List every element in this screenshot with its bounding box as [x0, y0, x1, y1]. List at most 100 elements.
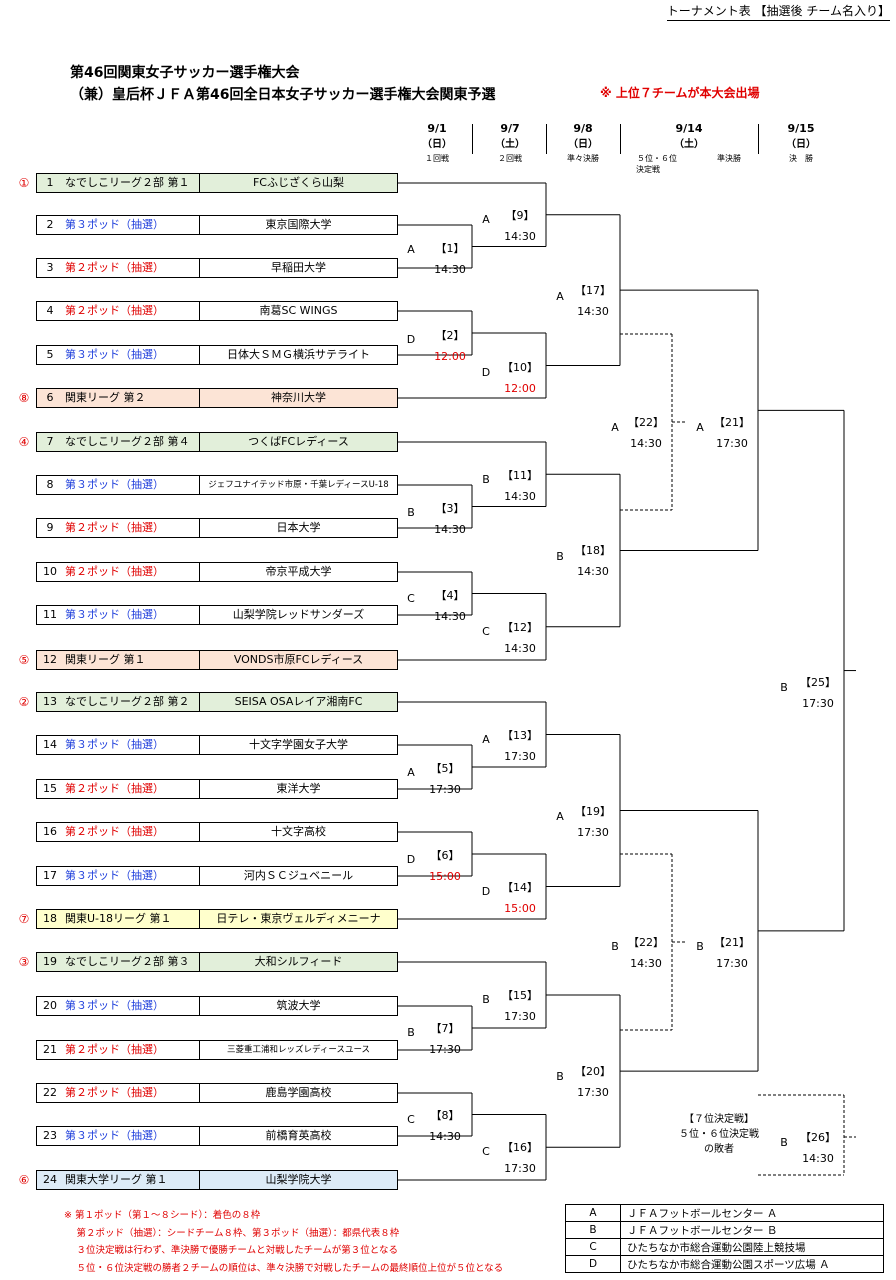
team-name: SEISA OSAレイア湘南FC	[234, 695, 363, 708]
date-column: 9/14（土）５位・６位 準決勝決定戦	[630, 122, 748, 175]
match-label: 【21】17:30	[702, 412, 762, 454]
footnote: 第２ポッド（抽選）：シードチーム８枠、第３ポッド（抽選）：都県代表８枠	[64, 1227, 400, 1239]
match-label: 【17】14:30	[563, 280, 623, 322]
match-label: 【19】 17:30	[563, 801, 623, 843]
match-time: 17:30	[802, 697, 834, 710]
venue-name: ひたちなか市総合運動公園陸上競技場	[620, 1238, 884, 1256]
match-time: 17:30	[504, 750, 536, 763]
team-name: 前橋育英高校	[265, 1129, 332, 1142]
team-name: 三菱重工浦和レッズレディースユース	[226, 1045, 371, 1055]
match-venue: D	[481, 885, 491, 898]
match-label: 【21】17:30	[702, 932, 762, 974]
match-venue: C	[407, 1113, 415, 1126]
qualification-slot: 第２ポッド（抽選）	[63, 259, 200, 277]
venue-name: ひたちなか市総合運動公園スポーツ広場 Ａ	[620, 1255, 884, 1273]
team-slot-number: 9	[46, 521, 54, 534]
match-id: 【6】	[430, 849, 460, 862]
team-slot-number: 11	[43, 608, 57, 621]
date: 9/14	[675, 122, 703, 135]
match-time: 17:30	[577, 826, 609, 839]
team-slot-number: 8	[46, 478, 54, 491]
match-id: 【7】	[430, 1022, 460, 1035]
qualification-slot: 第２ポッド（抽選）	[63, 823, 200, 841]
team-name: 日本大学	[276, 521, 321, 534]
seed-marker: ①	[18, 176, 30, 190]
match-time: 14:30	[504, 230, 536, 243]
team-name: つくばFCレディース	[248, 435, 349, 448]
team-slot-number: 6	[46, 391, 54, 404]
match-time: 14:30	[630, 957, 662, 970]
weekday: （日）	[786, 139, 816, 150]
venue-key: B	[565, 1221, 621, 1239]
match-venue: A	[482, 213, 490, 226]
seventh-place-line3: の敗者	[704, 1144, 734, 1155]
team-name: 十文字学園女子大学	[249, 738, 348, 751]
match-label: 【5】17:30	[415, 758, 475, 800]
team-name: 山梨学院レッドサンダーズ	[232, 608, 365, 621]
team-slot-number: 7	[46, 435, 54, 448]
team-slot-number: 17	[43, 869, 57, 882]
venue-name: ＪＦＡフットボールセンター Ｂ	[620, 1221, 884, 1239]
match-time: 17:30	[716, 957, 748, 970]
match-venue: B	[556, 550, 564, 563]
match-id: 【8】	[430, 1109, 460, 1122]
match-id: 【20】	[575, 1065, 611, 1078]
match-label: 【2】12:00	[420, 325, 480, 367]
seed-marker: ④	[18, 435, 30, 449]
match-label: 【11】14:30	[490, 465, 550, 507]
date: 9/15	[787, 122, 815, 135]
seed-marker: ⑧	[18, 391, 30, 405]
match-label: 【8】 14:30	[415, 1105, 475, 1147]
match-label: 【1】14:30	[420, 238, 480, 280]
match-id: 【26】	[800, 1131, 836, 1144]
match-time: 14:30	[434, 263, 466, 276]
footnote: ※ 第１ポッド（第１～８シード）：着色の８枠	[64, 1210, 261, 1221]
match-label: 【22】14:30	[616, 412, 676, 454]
team-name: 十文字高校	[271, 825, 326, 838]
qualification-slot: 第２ポッド（抽選）	[63, 780, 200, 798]
match-id: 【19】	[575, 805, 611, 818]
team-name: 河内ＳＣジュベニール	[243, 869, 354, 882]
match-label: 【3】14:30	[420, 498, 480, 540]
match-id: 【10】	[502, 361, 538, 374]
match-id: 【3】	[435, 502, 465, 515]
qualification-slot: 関東リーグ 第１	[63, 651, 200, 669]
team-slot-number: 13	[43, 695, 57, 708]
team-name: 南葛SC WINGS	[259, 304, 338, 317]
match-venue: A	[407, 243, 415, 256]
match-id: 【12】	[502, 621, 538, 634]
weekday: （土）	[495, 139, 525, 150]
match-label: 【7】17:30	[415, 1018, 475, 1060]
match-venue: D	[406, 333, 416, 346]
match-id: 【15】	[502, 989, 538, 1002]
qualification-slot: 関東大学リーグ 第１	[63, 1171, 200, 1189]
team-name: 筑波大学	[276, 999, 321, 1012]
round-name: ５位・６位 準決勝	[637, 154, 741, 163]
qualification-slot: なでしこリーグ２部 第１	[63, 174, 200, 192]
qualification-slot: 関東リーグ 第２	[63, 389, 200, 407]
match-time: 14:30	[429, 1130, 461, 1143]
match-venue: B	[780, 1136, 788, 1149]
match-label: 【22】14:30	[616, 932, 676, 974]
team-slot-number: 21	[43, 1043, 57, 1056]
match-label: 【20】17:30	[563, 1061, 623, 1103]
qualification-slot: 第２ポッド（抽選）	[63, 1041, 200, 1059]
team-slot-number: 4	[46, 304, 54, 317]
qualification-slot: 関東U-18リーグ 第１	[63, 910, 200, 928]
match-time: 14:30	[504, 490, 536, 503]
match-id: 【22】	[628, 416, 664, 429]
match-id: 【14】	[502, 881, 538, 894]
match-venue: A	[556, 810, 564, 823]
